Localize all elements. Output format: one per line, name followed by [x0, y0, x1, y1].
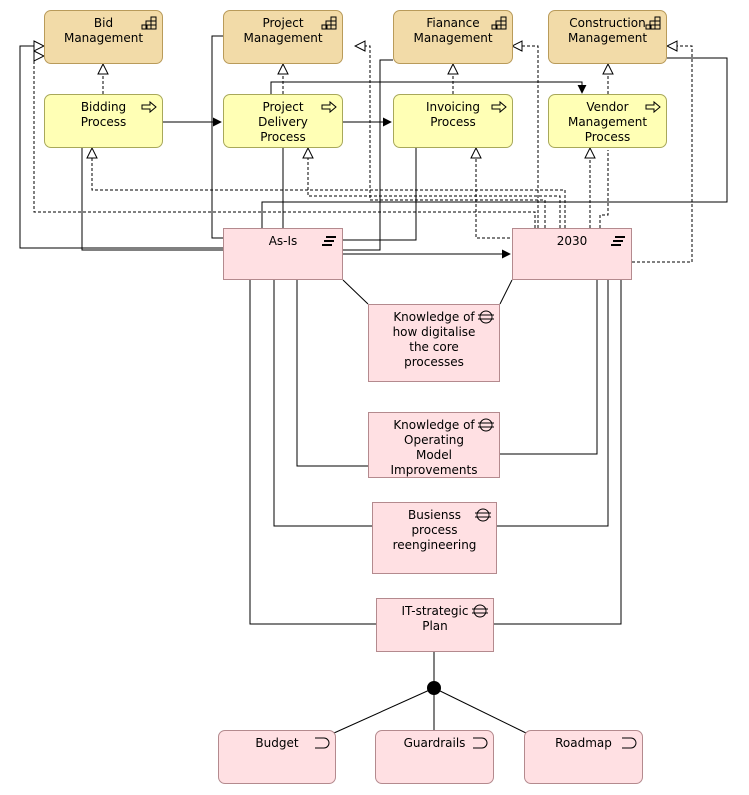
edge-asis-gap3 [273, 280, 372, 527]
deliverable-roadmap[interactable]: Roadmap [524, 730, 643, 784]
node-label: Budget [255, 736, 299, 750]
edge-asis-to-finance [343, 59, 393, 251]
node-label: Invoicing Process [425, 100, 481, 129]
node-label: As-Is [268, 234, 298, 248]
capability-icon [645, 16, 661, 30]
node-label: Bidding Process [80, 100, 127, 129]
process-arrow-icon [141, 100, 157, 114]
capability-icon [321, 16, 337, 30]
process-arrow-icon [491, 100, 507, 114]
edge-asis-gap4 [249, 280, 376, 625]
gap-icon [478, 418, 494, 432]
edge-2030-to-vendor-b [599, 150, 609, 228]
edge-asis-to-invoicing [343, 148, 417, 241]
flow-delivery-to-vendor [270, 81, 587, 94]
edge-asis-to-bid-mgmt [19, 46, 223, 249]
and-junction [427, 681, 441, 695]
deliverable-budget[interactable]: Budget [218, 730, 336, 784]
deliverable-icon [473, 737, 488, 749]
edge-asis-to-bidding [81, 148, 223, 251]
capability-icon [141, 16, 157, 30]
edge-2030-to-finance-mgmt [512, 46, 539, 228]
gap-icon [472, 604, 488, 618]
capability-project-management[interactable]: Project Management [223, 10, 343, 64]
node-label: IT-strategic Plan [401, 604, 469, 633]
node-label: Knowledge of Operating Model Improvement… [390, 418, 478, 477]
node-label: Construction Management [567, 16, 648, 45]
edge-asis-to-construction [261, 57, 728, 228]
plateau-2030[interactable]: 2030 [512, 228, 632, 280]
edge-2030-to-invoicing [476, 148, 521, 239]
edge-asis-to-project-mgmt [211, 35, 223, 239]
capability-finance-management[interactable]: Fianance Management [393, 10, 513, 64]
capability-construction-management[interactable]: Construction Management [548, 10, 667, 64]
process-vendor-management[interactable]: Vendor Management Process [548, 94, 667, 148]
node-label: Roadmap [555, 736, 612, 750]
deliverable-guardrails[interactable]: Guardrails [375, 730, 494, 784]
node-label: Bid Management [63, 16, 144, 45]
edge-2030-to-project-mgmt [355, 46, 546, 228]
edge-2030-to-delivery [308, 148, 561, 228]
edge-junction-to-roadmap [433, 687, 527, 734]
plateau-icon [611, 236, 625, 246]
edge-junction-to-budget [333, 687, 435, 734]
capability-bid-management[interactable]: Bid Management [44, 10, 163, 64]
node-label: Guardrails [403, 736, 466, 750]
edge-2030-gap3 [497, 280, 609, 527]
gap-digitalise-core-processes[interactable]: Knowledge of how digitalise the core pro… [368, 304, 500, 382]
node-label: 2030 [556, 234, 588, 248]
edge-asis-gap1 [342, 279, 369, 305]
deliverable-icon [315, 737, 330, 749]
edge-asis-gap2 [296, 280, 368, 467]
gap-operating-model-improvements[interactable]: Knowledge of Operating Model Improvement… [368, 412, 500, 478]
edge-2030-to-construction-mgmt [632, 46, 693, 263]
gap-business-process-reengineering[interactable]: Busienss process reengineering [372, 502, 497, 574]
gap-icon [478, 310, 494, 324]
process-arrow-icon [321, 100, 337, 114]
process-invoicing[interactable]: Invoicing Process [393, 94, 513, 148]
gap-icon [475, 508, 491, 522]
process-bidding[interactable]: Bidding Process [44, 94, 163, 148]
process-arrow-icon [645, 100, 661, 114]
node-label: Fianance Management [413, 16, 493, 45]
capability-icon [491, 16, 507, 30]
edge-2030-to-bid-mgmt [33, 56, 536, 228]
node-label: Project Delivery Process [258, 100, 308, 144]
edge-2030-gap1 [499, 279, 513, 305]
node-label: Busienss process reengineering [392, 508, 477, 552]
node-label: Vendor Management Process [567, 100, 648, 144]
deliverable-icon [622, 737, 637, 749]
edge-2030-gap4 [494, 280, 622, 625]
gap-it-strategic-plan[interactable]: IT-strategic Plan [376, 598, 494, 652]
edge-2030-gap2 [500, 280, 598, 455]
plateau-as-is[interactable]: As-Is [223, 228, 343, 280]
edge-2030-to-bidding [92, 148, 566, 228]
node-label: Knowledge of how digitalise the core pro… [392, 310, 476, 369]
process-project-delivery[interactable]: Project Delivery Process [223, 94, 343, 148]
plateau-icon [322, 236, 336, 246]
node-label: Project Management [243, 16, 323, 45]
